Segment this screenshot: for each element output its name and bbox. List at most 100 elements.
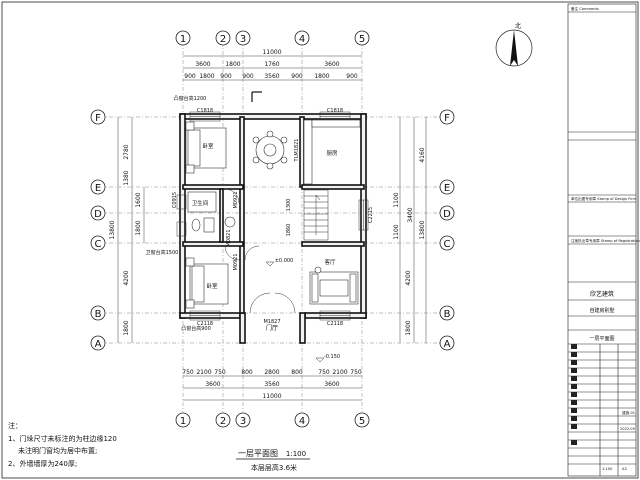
dim-text: 2100 [196,369,211,376]
label-c2215: C2215 [368,207,374,223]
dim-total-top: 11000 [262,49,281,56]
grid-lines [100,42,445,412]
grid-bubbles-left: F E D C B A [90,109,106,351]
notes-line-2: 2、外墙墙厚为240厚; [8,459,77,468]
north-label: 北 [515,22,521,30]
stairs [303,189,329,241]
tb-stamp-registration: 注册执业章专用章 Stamp of Registration [571,238,640,243]
title-block-marks [571,344,577,445]
grid-label: B [95,309,102,320]
room-kitchen: 厨房 [326,149,338,157]
grid-bubbles-right: F E D C B A [439,109,455,351]
label-1300: 1300 [286,199,292,212]
tb-stamp-design: 单位出图专用章 Stamp of Design Firm [571,196,636,201]
dim-text: 1800 [225,61,240,68]
notes-header: 注： [8,421,22,430]
label-win-top: 凸窗台高1200 [174,95,207,102]
grid-label: B [444,309,451,320]
grid-label: C [444,239,451,250]
label-c2118-b: C2118 [327,321,343,327]
tb-company: 欣艺建筑 [590,290,614,298]
dim-text: 750 [214,369,226,376]
dim-text: 750 [318,369,330,376]
room-bedroom-top: 卧室 [202,142,214,150]
label-m0921-b: M0921 [233,253,239,270]
dim-text: 1760 [264,61,279,68]
grid-label: 3 [240,416,246,427]
label-c1818-b: C1818 [327,108,343,114]
dim-text: 1380 [123,170,130,185]
dim-text: 900 [291,73,303,80]
bed-bottom-left [185,257,229,309]
dim-text: 1100 [393,224,400,239]
tb-comments: 备注 Comments [571,6,599,11]
dim-text: 4160 [419,147,426,162]
label-c2118-a: C2118 [197,321,213,327]
label-tlm: TLM1821 [294,139,300,163]
dim-text: 900 [220,73,232,80]
dim-text: 800 [291,369,303,376]
notes-line-1b: 未注明门窗均为居中布置; [18,446,97,455]
drawing-title: 一层平面图 1:100 本层层高3.6米 [236,449,310,472]
dim-text: 2100 [332,369,347,376]
tb-project: 自建房别墅 [589,307,614,314]
dim-text: 1800 [405,320,412,335]
door-swings [224,188,296,314]
opening-labels: C1818 C1818 C2118 C2118 M1827 M0921 M092… [146,95,374,360]
label-win-bottom: 凸窗台高900 [181,325,211,332]
grid-label: 2 [220,34,226,45]
title-scale: 1:100 [286,450,306,458]
dim-text: 4200 [123,270,130,285]
grid-label: A [444,339,451,350]
grid-label: A [95,339,102,350]
dim-text: 750 [182,369,194,376]
tb-drawing: 一层平面图 [589,336,614,342]
room-bedroom-bottom: 卧室 [206,282,218,290]
label-m1827: M1827 [263,319,280,325]
kitchen-counter [303,119,361,185]
grid-label: C [95,239,102,250]
dim-text: 1800 [199,73,214,80]
grid-label: 2 [220,416,226,427]
dim-text: 3600 [324,61,339,68]
tb-date: 2022.09 [620,427,636,431]
grid-bubbles-top: 1 2 3 4 5 [175,30,370,46]
grid-label: 5 [359,34,365,45]
title-block: 备注 Comments 单位出图专用章 Stamp of Design Firm… [567,3,640,477]
left-dimensions: 2780 1380 13800 4200 1800 1600 1800 [109,117,145,343]
dim-text: 4200 [405,270,412,285]
grid-label: F [444,113,450,124]
room-labels: 卧室 厨房 卫生间 客厅 卧室 门厅 [192,142,338,332]
label-win-left: 卫窗台高1500 [146,249,179,256]
grid-label: 4 [299,34,305,45]
dim-text: 3600 [324,381,339,388]
wc-fixtures [187,191,236,233]
tb-num: 建施-01 [622,410,635,415]
tb-scale: 1:100 [602,467,613,471]
dim-text: 1800 [123,320,130,335]
section-marker [251,91,262,102]
grid-label: D [94,209,102,220]
grid-label: 5 [359,416,365,427]
grid-label: 1 [180,416,186,427]
dim-text: 1800 [135,220,142,235]
label-c0915: C0915 [172,192,178,208]
title-sub: 本层层高3.6米 [251,463,297,472]
grid-label: E [444,183,450,194]
room-living: 客厅 [324,258,336,266]
bottom-dimensions: 750 2100 750 800 2800 800 750 2100 750 3… [182,369,362,401]
grid-bubbles-bottom: 1 2 3 4 5 [175,412,370,428]
label-m0821: M0821 [226,229,232,246]
label-m0921-a: M0921 [233,191,239,208]
grid-label: E [95,183,101,194]
dim-text: 900 [184,73,196,80]
dim-text: 750 [350,369,362,376]
dim-text: 3560 [264,381,279,388]
grid-label: D [443,209,451,220]
grid-label: F [95,113,101,124]
label-elev-0: ±0.000 [275,258,294,264]
top-dimensions: 11000 3600 1800 1760 3600 900 1800 900 9… [183,49,362,81]
dim-text: 3400 [407,207,414,222]
